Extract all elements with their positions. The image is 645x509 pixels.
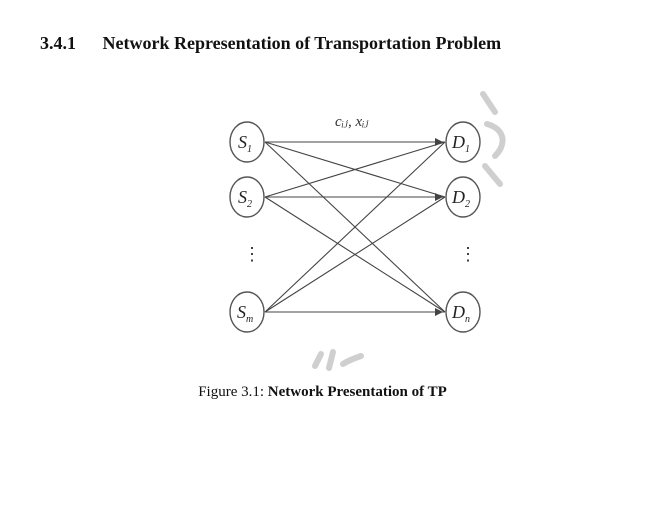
source-node-label: Sm [237,302,253,325]
edge-s2-d1 [264,141,446,198]
destination-node-circle [445,176,481,218]
source-node-circle [229,176,265,218]
edges [264,138,446,316]
destination-node-base: D [451,302,465,322]
source-node-base: S [237,302,246,322]
destination-node-sub: 2 [465,199,470,210]
destination-node-circle [445,291,481,333]
watermark [312,91,506,371]
section-title: Network Representation of Transportation… [102,33,502,53]
source-node-s2: S2 [229,176,265,218]
source-node-circle [229,121,265,163]
destination-node-base: D [451,132,465,152]
destination-node-label: D2 [451,187,470,210]
source-node-base: S [238,187,247,207]
source-node-base: S [238,132,247,152]
destination-node-sub: 1 [465,144,470,155]
caption-title: Network Presentation of TP [267,384,447,400]
destination-node-label: D1 [451,132,470,155]
edge-sm-d2 [264,196,446,313]
destination-node-d2: D2 [445,176,481,218]
figure-caption: Figure 3.1: Network Presentation of TP [0,384,645,401]
watermark-stroke [312,349,364,371]
network-figure: cᵢⱼ, xᵢⱼ S1 S2 ⋮ Sm D1 D2 ⋮ Dn [215,84,515,374]
edge-label: cᵢⱼ, xᵢⱼ [335,114,369,130]
source-ellipsis: ⋮ [243,244,261,264]
source-node-label: S2 [238,187,252,210]
arrowhead-dn [435,308,443,316]
source-node-sub: 1 [247,144,252,155]
source-node-sub: m [246,314,253,325]
destination-node-label: Dn [451,302,470,325]
watermark-stroke [480,91,506,187]
destination-ellipsis: ⋮ [459,244,477,264]
source-node-sm: Sm [229,291,265,333]
arrowhead-d1 [435,138,443,146]
destination-node-sub: n [465,314,470,325]
source-node-circle [229,291,265,333]
source-node-s1: S1 [229,121,265,163]
network-diagram: cᵢⱼ, xᵢⱼ S1 S2 ⋮ Sm D1 D2 ⋮ Dn [229,91,506,371]
destination-node-dn: Dn [445,291,481,333]
edge-sm-d1 [264,141,446,313]
destination-node-d1: D1 [445,121,481,163]
source-node-sub: 2 [247,199,252,210]
section-heading: 3.4.1 Network Representation of Transpor… [40,33,501,54]
source-node-label: S1 [238,132,252,155]
destination-node-circle [445,121,481,163]
destination-node-base: D [451,187,465,207]
caption-label: Figure 3.1: [198,384,265,400]
arrowhead-d2 [435,193,443,201]
section-number: 3.4.1 [40,33,76,53]
